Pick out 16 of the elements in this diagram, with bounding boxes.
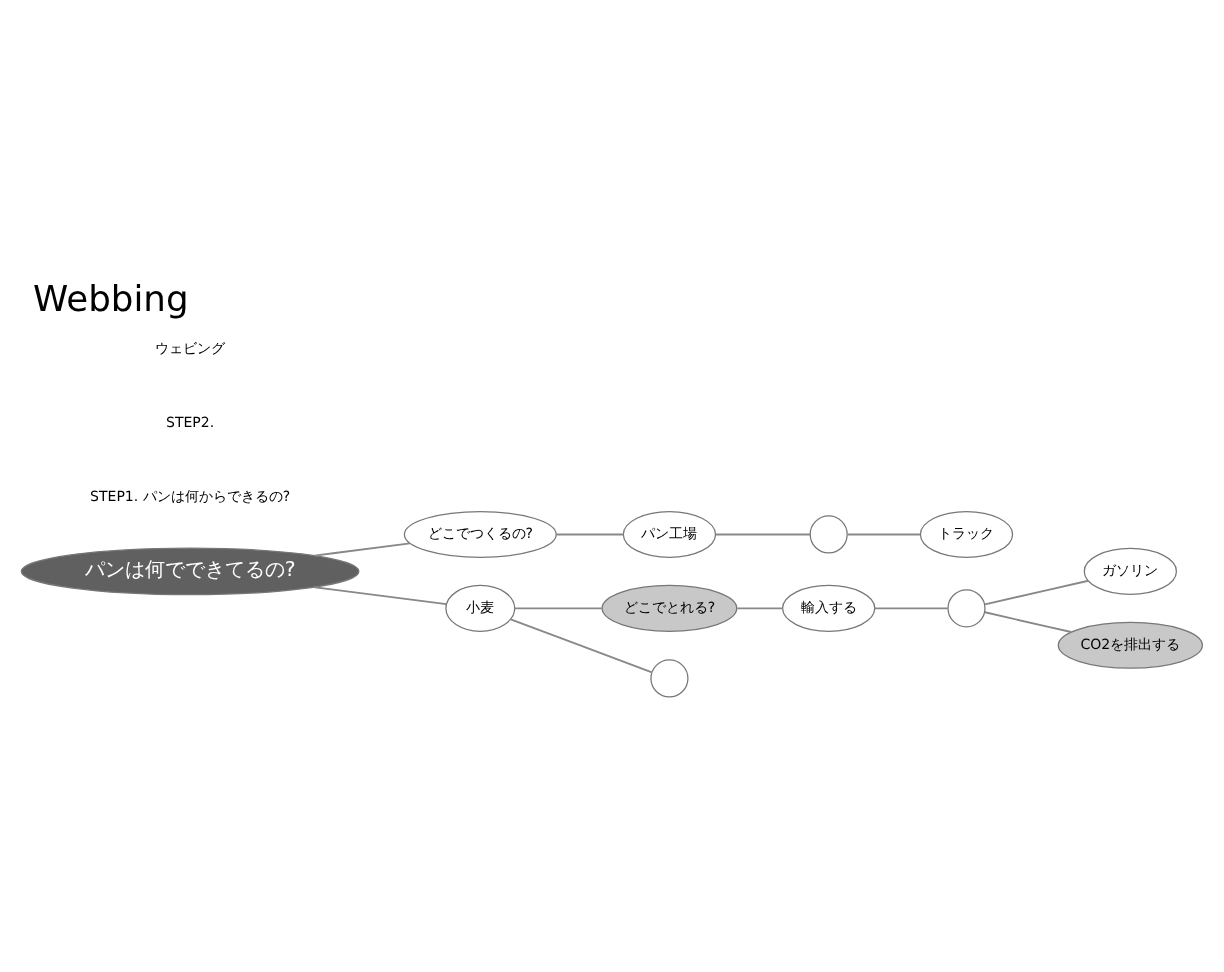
node-circle: [947, 588, 986, 627]
connector: [555, 532, 625, 535]
connector: [513, 606, 603, 609]
connector: [714, 532, 811, 535]
node-circle: [650, 658, 689, 697]
connector: [984, 610, 1073, 632]
node-circle: [809, 514, 848, 553]
connector: [984, 578, 1090, 605]
connector: [313, 585, 448, 605]
connector: [509, 617, 653, 673]
connector: [846, 532, 922, 535]
diagram-title: Webbing: [33, 277, 189, 320]
connector: [313, 541, 411, 556]
connector: [736, 606, 784, 609]
node-ellipse: パンは何でできてるの?: [20, 546, 360, 595]
connector: [874, 606, 949, 609]
